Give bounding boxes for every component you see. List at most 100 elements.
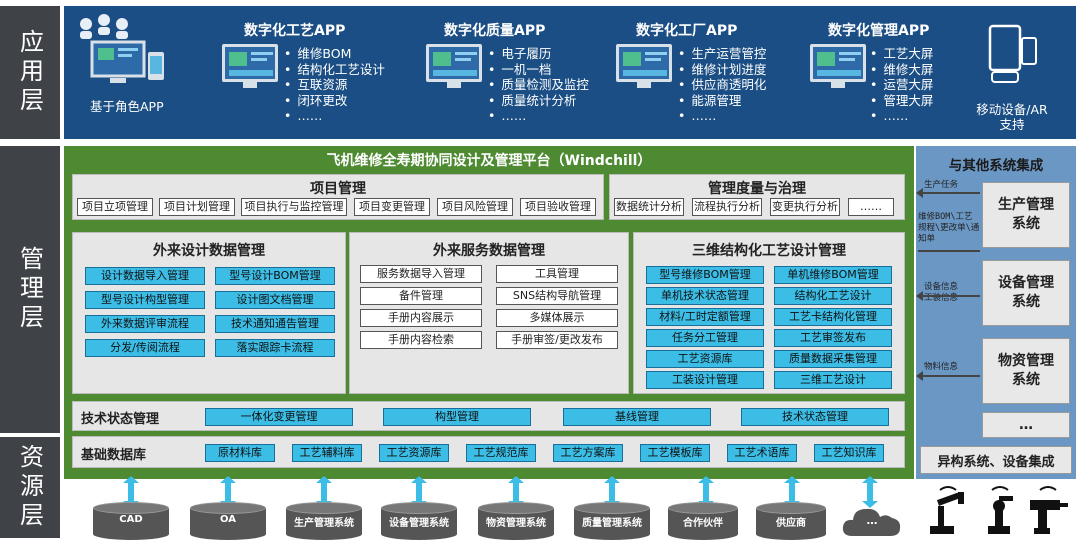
app-items: 生产运营管控维修计划进度供应商透明化能源管理…… [678,46,766,124]
system-more[interactable]: … [982,412,1070,438]
connector-arrow [508,476,524,508]
process3d-item[interactable]: 单机维修BOM管理 [774,266,892,284]
process3d-item[interactable]: 工艺审签发布 [774,329,892,347]
panel-title: 外来设计数据管理 [153,243,265,259]
process3d-item[interactable]: 结构化工艺设计 [774,287,892,305]
app-items: 维修BOM结构化工艺设计互联资源闭环更改…… [284,46,385,124]
resource-db[interactable]: 设备管理系统 [381,502,457,540]
app-card-management[interactable]: 数字化管理APP [828,20,929,40]
connector-arrow [123,476,139,508]
project-item[interactable]: 项目变更管理 [354,198,430,216]
process3d-item[interactable]: 工艺卡结构化管理 [774,308,892,326]
integration-footer: 异构系统、设备集成 [920,446,1072,474]
ext-service-item[interactable]: 多媒体展示 [496,309,618,327]
industrial-robot-icon [980,484,1020,536]
app-card-quality[interactable]: 数字化质量APP [444,20,545,40]
row-label: 技术状态管理 [81,412,160,427]
process3d-item[interactable]: 材料/工时定额管理 [646,308,764,326]
app-card-process[interactable]: 数字化工艺APP [244,20,345,40]
ext-design-item[interactable]: 分发/传阅流程 [85,339,205,357]
base-db-item[interactable]: 工艺术语库 [727,444,797,462]
ext-service-item[interactable]: 服务数据导入管理 [360,265,482,283]
base-db-item[interactable]: 原材料库 [205,444,275,462]
cloud-label: … [866,514,878,527]
process3d-item[interactable]: 质量数据采集管理 [774,350,892,368]
base-db-item[interactable]: 工艺资源库 [379,444,449,462]
ext-design-item[interactable]: 落实跟踪卡流程 [215,339,335,357]
layer-label-app: 应用层 [0,6,60,139]
base-db-item[interactable]: 工艺方案库 [553,444,623,462]
arrow-left-icon [918,192,980,194]
governance-item[interactable]: 数据统计分析 [614,198,684,216]
app-title: 数字化质量APP [444,23,546,39]
base-db-item[interactable]: 工艺知识库 [814,444,884,462]
integration-panel: 与其他系统集成 生产管理系统 设备管理系统 物资管理系统 … 生产任务 维修BO… [916,146,1076,479]
process3d-item[interactable]: 三维工艺设计 [774,371,892,389]
tech-state-row: 技术状态管理 一体化变更管理 构型管理 基线管理 技术状态管理 [72,401,905,431]
process3d-item[interactable]: 单机技术状态管理 [646,287,764,305]
resource-db[interactable]: 生产管理系统 [286,502,362,540]
resource-db[interactable]: 物资管理系统 [478,502,554,540]
ext-service-item[interactable]: 工具管理 [496,265,618,283]
flow-label: 生产任务 [924,180,959,190]
ext-design-panel: 外来设计数据管理 设计数据导入管理 型号设计BOM管理 型号设计构型管理 设计图… [72,232,346,394]
connector-arrow [784,476,800,508]
resource-db[interactable]: 质量管理系统 [574,502,650,540]
governance-item[interactable]: …… [848,198,894,216]
project-item[interactable]: 项目立项管理 [77,198,153,216]
app-card-factory[interactable]: 数字化工厂APP [636,20,737,40]
ext-design-item[interactable]: 设计数据导入管理 [85,267,205,285]
ext-design-item[interactable]: 外来数据评审流程 [85,315,205,333]
resource-db[interactable]: 供应商 [756,502,826,540]
panel-title: 管理度量与治理 [708,181,806,197]
project-item[interactable]: 项目计划管理 [159,198,235,216]
platform-title: 飞机维修全寿期协同设计及管理平台（Windchill） [326,153,652,169]
arrow-head [916,188,923,198]
ext-design-item[interactable]: 技术通知通告管理 [215,315,335,333]
app-items: 电子履历一机一档质量检测及监控质量统计分析…… [488,46,589,124]
base-db-item[interactable]: 工艺模板库 [640,444,710,462]
cloud-icon[interactable]: … [840,500,904,540]
system-material[interactable]: 物资管理系统 [982,338,1070,404]
project-item[interactable]: 项目验收管理 [520,198,596,216]
app-items: 工艺大屏维修大屏运营大屏管理大屏…… [870,46,933,124]
connector-arrow [862,476,878,508]
system-production[interactable]: 生产管理系统 [982,182,1070,248]
ext-design-item[interactable]: 设计图文档管理 [215,291,335,309]
ext-service-item[interactable]: 手册内容检索 [360,331,482,349]
governance-item[interactable]: 流程执行分析 [692,198,762,216]
base-db-item[interactable]: 工艺规范库 [466,444,536,462]
tech-state-item[interactable]: 一体化变更管理 [205,408,353,426]
project-item[interactable]: 项目风险管理 [437,198,513,216]
tech-state-item[interactable]: 构型管理 [383,408,531,426]
resource-db[interactable]: 合作伙伴 [668,502,738,540]
mobile-label: 移动设备/AR 支持 [976,102,1048,132]
app-title: 数字化工厂APP [636,23,738,39]
connector-arrow [220,476,236,508]
system-equipment[interactable]: 设备管理系统 [982,260,1070,326]
ext-service-item[interactable]: SNS结构导航管理 [496,287,618,305]
tech-state-item[interactable]: 技术状态管理 [741,408,889,426]
process3d-item[interactable]: 工艺资源库 [646,350,764,368]
process3d-item[interactable]: 型号维修BOM管理 [646,266,764,284]
process3d-item[interactable]: 工装设计管理 [646,371,764,389]
project-item[interactable]: 项目执行与监控管理 [241,198,347,216]
ext-service-item[interactable]: 备件管理 [360,287,482,305]
ext-service-item[interactable]: 手册审签/更改发布 [496,331,618,349]
tech-state-item[interactable]: 基线管理 [563,408,711,426]
robot-arm-icon [926,484,970,536]
resource-db[interactable]: CAD [93,502,169,540]
governance-item[interactable]: 变更执行分析 [770,198,840,216]
flow-label: 设备信息 工装信息 [924,282,959,303]
base-db-item[interactable]: 工艺辅料库 [292,444,362,462]
ext-service-item[interactable]: 手册内容展示 [360,309,482,327]
ext-design-item[interactable]: 型号设计构型管理 [85,291,205,309]
process3d-panel: 三维结构化工艺设计管理 型号维修BOM管理 单机维修BOM管理 单机技术状态管理… [633,232,905,394]
project-panel: 项目管理 项目立项管理 项目计划管理 项目执行与监控管理 项目变更管理 项目风险… [72,174,604,220]
resource-db[interactable]: OA [190,502,266,540]
ext-design-item[interactable]: 型号设计BOM管理 [215,267,335,285]
integration-title: 与其他系统集成 [948,158,1044,174]
flow-label: 维修BOM\工艺规程\更改单\通知单 [918,212,980,244]
panel-title: 三维结构化工艺设计管理 [692,243,846,259]
process3d-item[interactable]: 任务分工管理 [646,329,764,347]
